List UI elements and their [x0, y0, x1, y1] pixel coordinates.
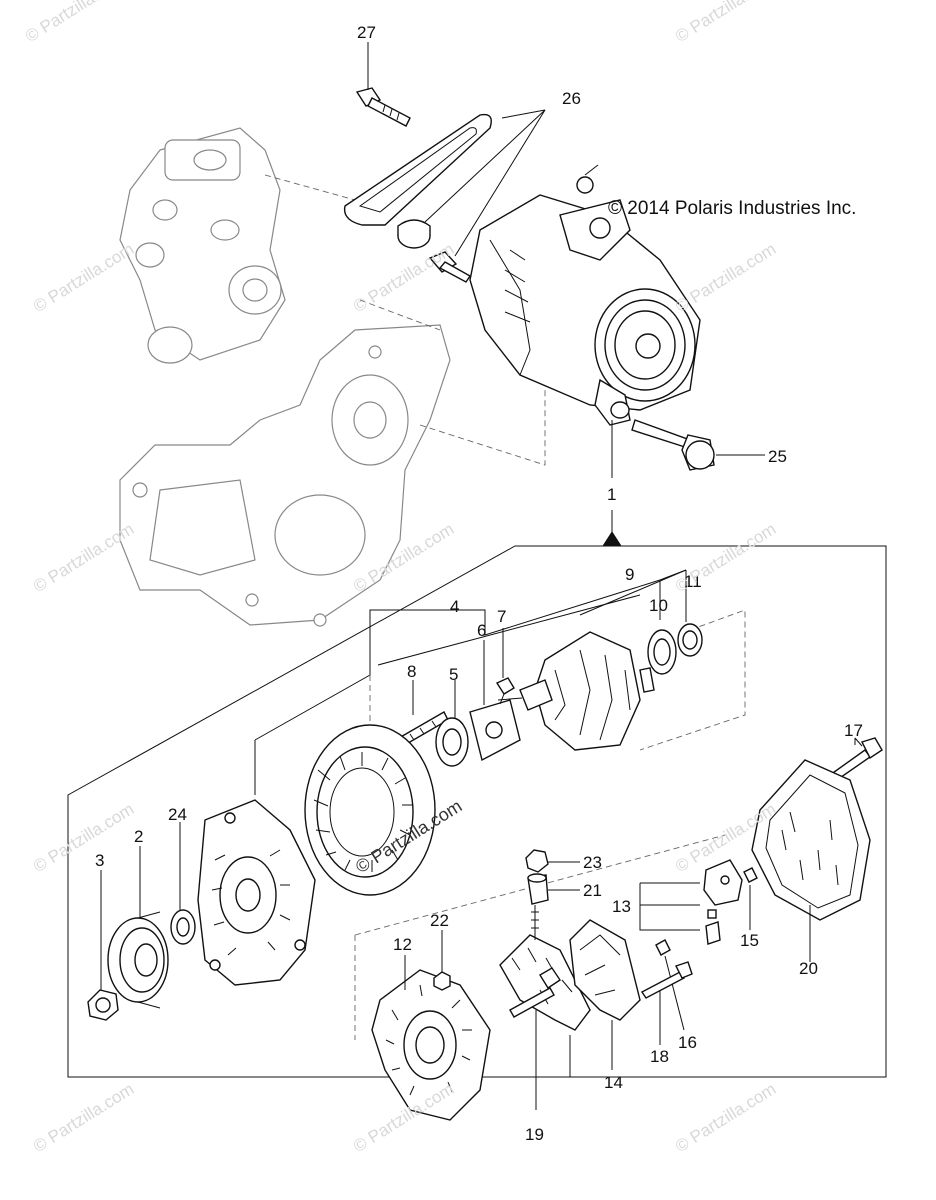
- callout-26: 26: [562, 89, 581, 108]
- front-housing[interactable]: [197, 799, 316, 986]
- callout-15: 15: [740, 931, 759, 950]
- callout-20: 20: [799, 959, 818, 978]
- callout-4: 4: [450, 597, 459, 616]
- nut-23[interactable]: [525, 849, 549, 873]
- copyright-notice: © 2014 Polaris Industries Inc.: [608, 198, 857, 219]
- bracket-26[interactable]: [343, 113, 492, 283]
- nut-3[interactable]: [87, 989, 119, 1021]
- callout-12: 12: [393, 935, 412, 954]
- insulator-21[interactable]: [527, 873, 549, 905]
- callout-1: 1: [607, 485, 616, 504]
- callout-25: 25: [768, 447, 787, 466]
- callout-18: 18: [650, 1047, 669, 1066]
- pulley-2[interactable]: [107, 911, 169, 1009]
- callout-6: 6: [477, 621, 486, 640]
- callout-2: 2: [134, 827, 143, 846]
- callout-8: 8: [407, 662, 416, 681]
- nut-22[interactable]: [433, 971, 451, 991]
- callout-27: 27: [357, 23, 376, 42]
- callout-5: 5: [449, 665, 458, 684]
- regulator-14[interactable]: [569, 919, 641, 1021]
- spacer-24[interactable]: [170, 909, 196, 945]
- rear-cover-20[interactable]: [751, 759, 871, 921]
- brush-set-13[interactable]: [703, 859, 743, 945]
- callout-24: 24: [168, 805, 187, 824]
- callout-21: 21: [583, 881, 602, 900]
- bearing-5[interactable]: [435, 717, 469, 767]
- bearing-10[interactable]: [647, 629, 677, 675]
- bolt-18[interactable]: [640, 961, 693, 999]
- screw-15[interactable]: [743, 867, 758, 883]
- callout-10: 10: [649, 596, 668, 615]
- water-pump-housing-ghost: [119, 127, 286, 364]
- callout-11: 11: [684, 572, 702, 591]
- screw-16[interactable]: [655, 939, 671, 956]
- callout-9: 9: [625, 565, 634, 584]
- bolt-25[interactable]: [631, 419, 715, 471]
- callout-3: 3: [95, 851, 104, 870]
- callout-14: 14: [604, 1073, 623, 1092]
- stator-4[interactable]: [304, 724, 436, 896]
- bolt-19[interactable]: [509, 967, 561, 1018]
- callout-16: 16: [678, 1033, 697, 1052]
- callout-22: 22: [430, 911, 449, 930]
- screw-7[interactable]: [495, 677, 515, 705]
- callout-23: 23: [583, 853, 602, 872]
- callout-13: 13: [612, 897, 631, 916]
- ring-11[interactable]: [677, 623, 703, 657]
- plate-6[interactable]: [469, 699, 521, 762]
- callout-19: 19: [525, 1125, 544, 1144]
- rotor-9[interactable]: [497, 631, 655, 751]
- bolt-27[interactable]: [355, 87, 411, 127]
- callout-7: 7: [497, 607, 506, 626]
- callout-17: 17: [844, 721, 863, 740]
- alternator-assembly[interactable]: [469, 164, 701, 426]
- timing-cover-ghost: [119, 324, 451, 627]
